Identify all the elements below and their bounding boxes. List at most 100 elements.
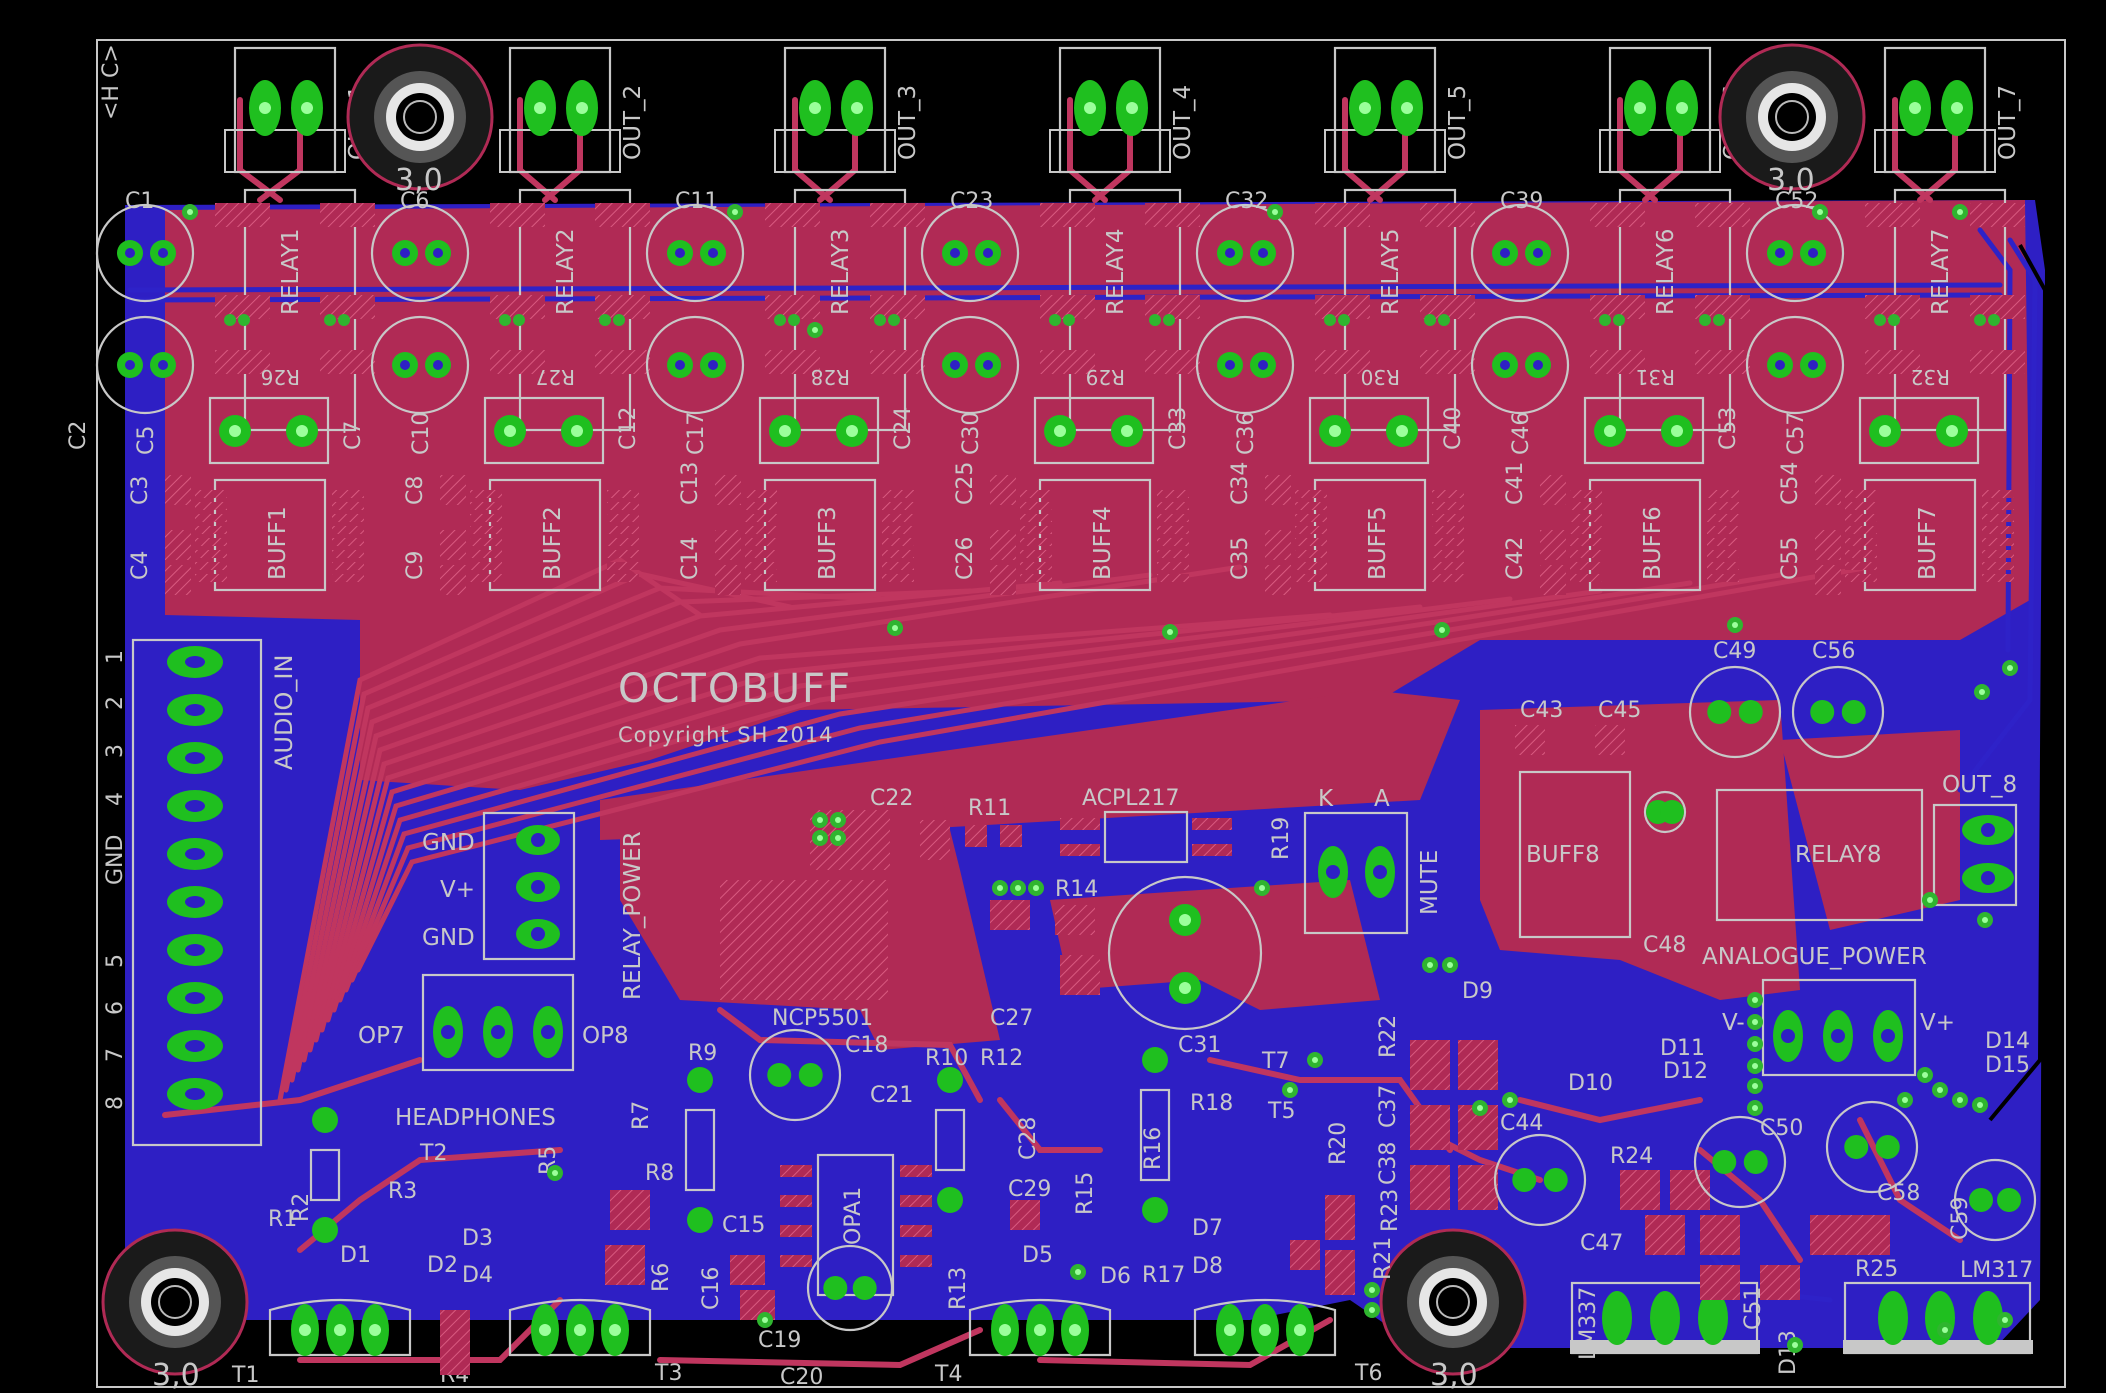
cap-lower-3: C14 [678, 537, 703, 580]
designator-c18: C18 [845, 1033, 888, 1058]
cap-second-7: C53 [1716, 407, 1741, 450]
designator-d2: D2 [427, 1253, 458, 1278]
cap-top-1: C1 [125, 189, 154, 214]
smd-footprint [610, 1190, 650, 1230]
cap-lower-7: C55 [1778, 537, 1803, 580]
output-label-4: OUT_4 [1170, 85, 1196, 160]
designator-r12: R12 [980, 1046, 1023, 1071]
cap-lower-4: C26 [953, 537, 978, 580]
relay-resistor-4: R29 [1086, 365, 1125, 389]
designator-d9: D9 [1462, 979, 1493, 1004]
designator-t4: T4 [934, 1362, 962, 1387]
designator-r25: R25 [1855, 1257, 1898, 1282]
designator-r19: R19 [1269, 817, 1294, 860]
designator-c20: C20 [780, 1365, 823, 1390]
audio-in-pin-8: 7 [103, 1048, 128, 1062]
relay-resistor-2: R27 [536, 365, 575, 389]
cap-second-1: C2 [66, 421, 91, 450]
board-outline [96, 39, 2066, 1388]
designator-c45: C45 [1598, 698, 1641, 723]
designator-r6: R6 [649, 1263, 674, 1292]
designator-t3: T3 [654, 1361, 682, 1386]
board-copyright: Copyright SH 2014 [618, 723, 834, 747]
relay-label-2: RELAY2 [553, 229, 579, 316]
designator-t2: T2 [419, 1141, 447, 1166]
mounting-hole-bottom-right: 3,0 [1379, 1228, 1527, 1393]
designator-r21: R21 [1371, 1237, 1396, 1280]
relay-label-3: RELAY3 [828, 229, 854, 316]
designator-d14: D14 [1985, 1029, 2030, 1054]
smd-footprint [605, 1245, 645, 1285]
cap-beside-1: C5 [134, 426, 159, 455]
output-label-2: OUT_2 [620, 85, 646, 160]
smd-footprint [1760, 1265, 1800, 1300]
cap-upper-3: C13 [678, 462, 703, 505]
designator-c50: C50 [1760, 1116, 1803, 1141]
cap-second-2: C7 [341, 421, 366, 450]
relay-resistor-5: R30 [1361, 365, 1400, 389]
cap-lower-5: C35 [1228, 537, 1253, 580]
cap-upper-4: C25 [953, 462, 978, 505]
cap-top-5: C32 [1225, 189, 1268, 214]
cap-beside-7: C57 [1784, 412, 1809, 455]
designator-r24: R24 [1610, 1144, 1653, 1169]
designator-t1: T1 [231, 1363, 259, 1388]
cap-beside-3: C17 [684, 412, 709, 455]
smd-footprint [1645, 1215, 1685, 1255]
smd-footprint [1515, 725, 1545, 755]
hole-label: 3,0 [152, 1358, 200, 1393]
vias [182, 204, 2018, 1353]
designator-d3: D3 [462, 1226, 493, 1251]
cap-top-7: C52 [1775, 189, 1818, 214]
mounting-hole-top-left: 3,0 [346, 43, 494, 198]
mounting-hole-bottom-left: 3,0 [101, 1228, 249, 1393]
cap-lower-2: C9 [403, 551, 428, 580]
audio-in-pin-5: GND [103, 835, 128, 885]
relay-label-1: RELAY1 [278, 229, 304, 316]
smd-footprint [990, 900, 1030, 930]
cap-second-4: C24 [891, 407, 916, 450]
mute-label: MUTE [1417, 850, 1443, 915]
relay-power-pin-2: V+ [440, 877, 475, 903]
cap-beside-2: C10 [409, 412, 434, 455]
designator-r20: R20 [1326, 1122, 1351, 1165]
smd-footprint [1325, 1250, 1355, 1295]
smd-footprint [1410, 1165, 1450, 1210]
relay-power-label: RELAY_POWER [620, 831, 646, 1000]
designator-c21: C21 [870, 1083, 913, 1108]
cap-top-6: C39 [1500, 189, 1543, 214]
cap-upper-5: C34 [1228, 462, 1253, 505]
designator-d7: D7 [1192, 1216, 1223, 1241]
designator-c58: C58 [1877, 1181, 1920, 1206]
analogue-power-connector: ANALOGUE_POWER V- V+ [1702, 944, 1955, 1077]
designator-c19: C19 [758, 1328, 801, 1353]
capacitor-c31 [1107, 875, 1263, 1031]
smd-footprint [730, 1255, 765, 1285]
designator-d15: D15 [1985, 1053, 2030, 1078]
buffer-label-1: BUFF1 [265, 506, 291, 580]
relay-label-6: RELAY6 [1653, 229, 1679, 316]
board-title: OCTOBUFF [618, 666, 852, 712]
hole-label: 3,0 [1767, 163, 1815, 198]
smd-footprint [1810, 1215, 1850, 1255]
designator-c48: C48 [1643, 933, 1686, 958]
relay-resistor-3: R28 [811, 365, 850, 389]
designator-c44: C44 [1500, 1111, 1543, 1136]
optocoupler-acpl217 [1060, 810, 1232, 864]
designator-c27: C27 [990, 1006, 1033, 1031]
output-channels: OUT_1RELAY1R26C1C2C5BUFF1C3C4OUT_2RELAY2… [66, 46, 2025, 595]
audio-in-pin-7: 6 [103, 1001, 128, 1015]
analogue-power-label: ANALOGUE_POWER [1702, 944, 1927, 970]
designator-r17: R17 [1142, 1263, 1185, 1288]
smd-footprint [1700, 1265, 1740, 1300]
designator-r7: R7 [629, 1101, 654, 1130]
output-label-8: OUT_8 [1942, 772, 2017, 798]
designator-c28: C28 [1016, 1117, 1041, 1160]
relay-label-5: RELAY5 [1378, 229, 1404, 316]
channel-6: OUT_6RELAY6R31C39C40C46BUFF6C41C42 [1441, 46, 1750, 595]
